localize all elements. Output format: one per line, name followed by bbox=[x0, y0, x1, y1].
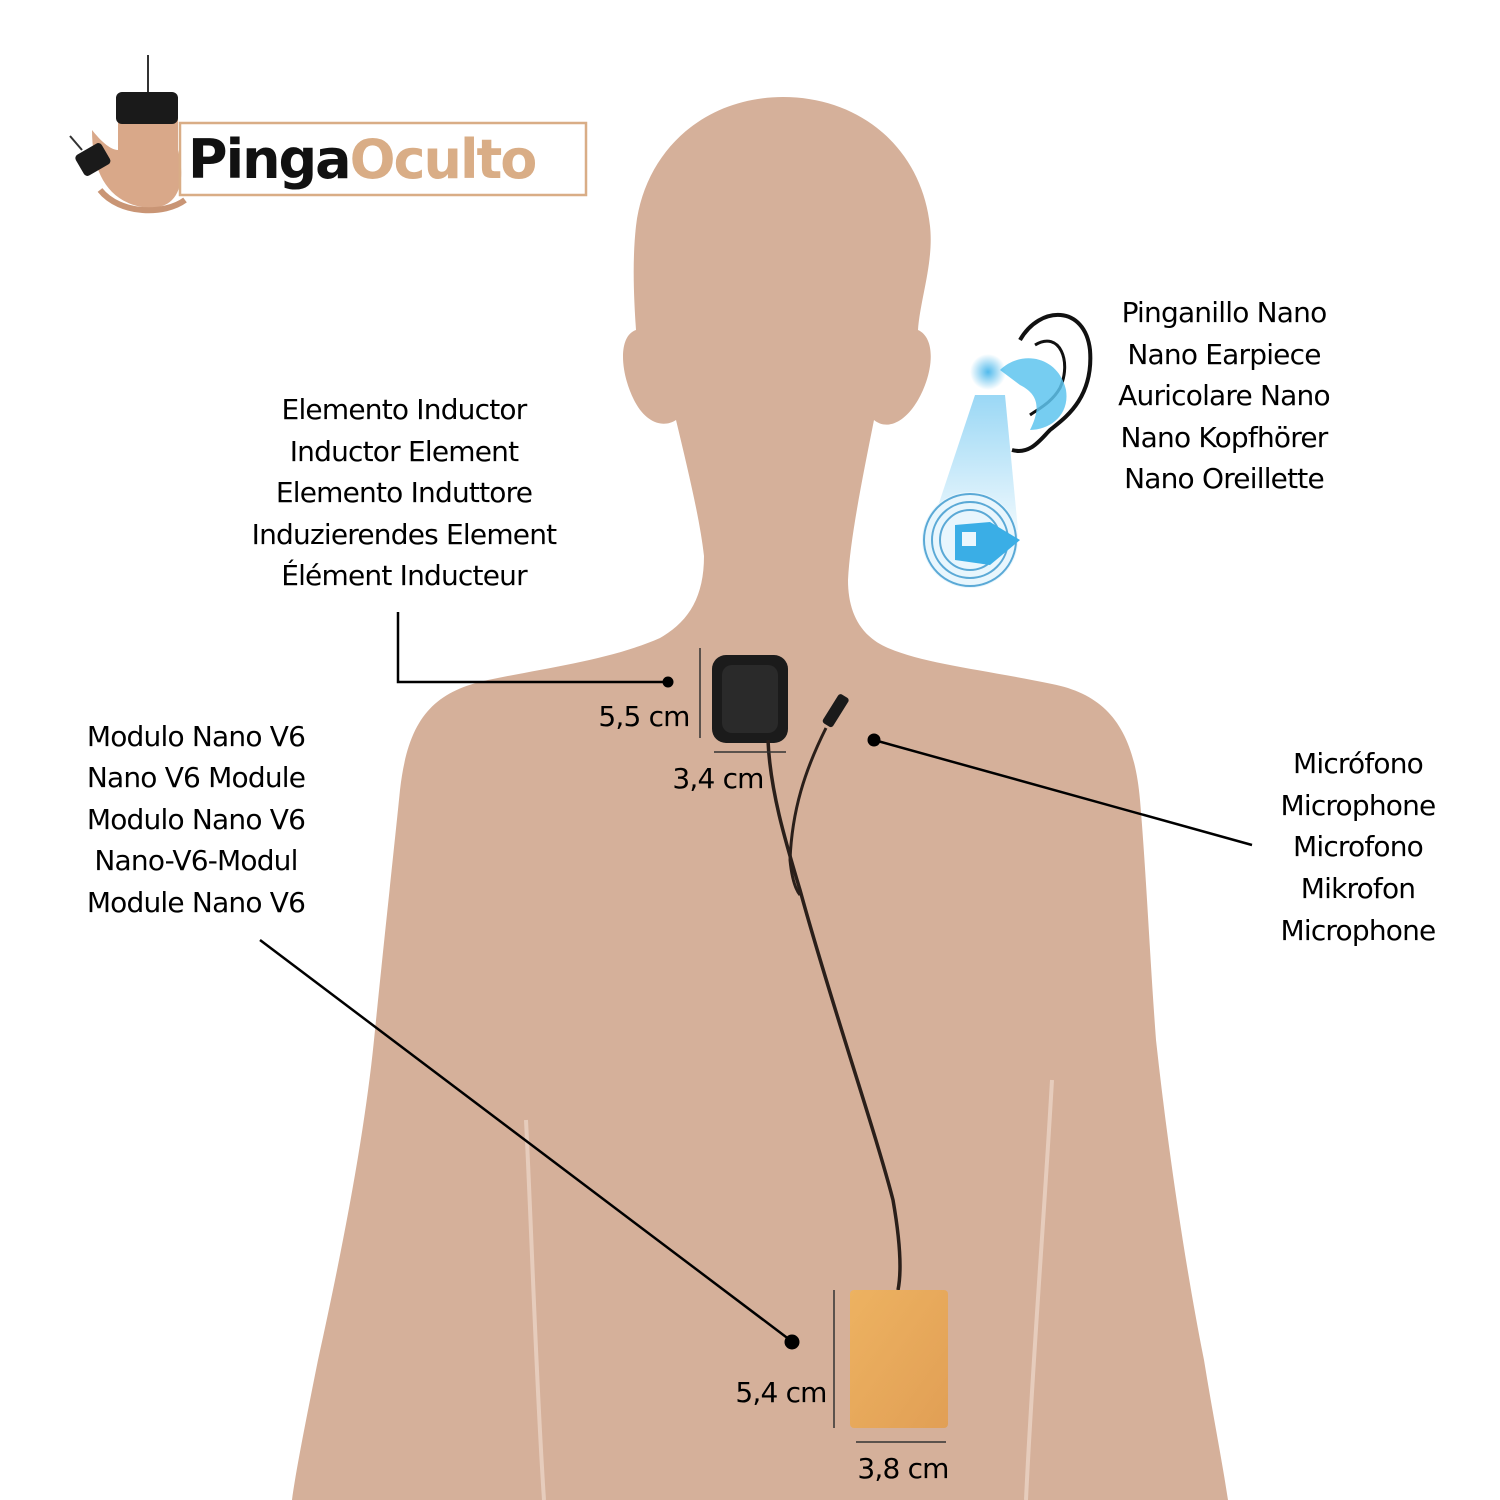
earpiece-label-es: Pinganillo Nano bbox=[1122, 296, 1327, 329]
main-cable bbox=[766, 739, 902, 1291]
logo-word-pinga: Pinga bbox=[188, 128, 350, 191]
cables bbox=[766, 694, 902, 1291]
microphone-label-es: Micrófono bbox=[1293, 747, 1423, 780]
logo: PingaOculto bbox=[69, 55, 588, 214]
microphone-label-it: Microfono bbox=[1293, 830, 1423, 863]
leader-lines bbox=[259, 612, 1253, 1350]
inductor-leader-dot bbox=[662, 676, 674, 688]
module-leader-dot bbox=[784, 1334, 800, 1350]
microphone-label-fr: Microphone bbox=[1281, 914, 1436, 947]
microphone-label: Micrófono Microphone Microfono Mikrofon … bbox=[1281, 747, 1437, 947]
inductor-element bbox=[712, 655, 788, 743]
inductor-width-label: 3,4 cm bbox=[672, 762, 763, 795]
module-leader bbox=[259, 939, 791, 1341]
module-width-label: 3,8 cm bbox=[857, 1452, 948, 1485]
ear-illustration bbox=[922, 313, 1093, 588]
earpiece-label-en: Nano Earpiece bbox=[1127, 338, 1320, 371]
left-arm-edge bbox=[524, 1119, 546, 1500]
microphone-device bbox=[822, 694, 849, 728]
inductor-label-fr: Élément Inducteur bbox=[281, 558, 528, 592]
dimension-lines bbox=[699, 648, 946, 1443]
microphone-label-de: Mikrofon bbox=[1301, 872, 1416, 905]
earpiece-label-it: Auricolare Nano bbox=[1118, 379, 1330, 412]
logo-earpiece-icon bbox=[69, 55, 187, 214]
nano-module-device bbox=[850, 1290, 948, 1428]
inductor-label-de: Induzierendes Element bbox=[252, 518, 558, 551]
module-label: Modulo Nano V6 Nano V6 Module Modulo Nan… bbox=[87, 720, 306, 919]
inductor-label: Elemento Inductor Inductor Element Eleme… bbox=[252, 393, 558, 592]
module-label-en: Nano V6 Module bbox=[87, 761, 305, 794]
inductor-leader bbox=[396, 612, 668, 684]
inductor-label-en: Inductor Element bbox=[290, 435, 519, 468]
module-label-de: Nano-V6-Modul bbox=[94, 844, 297, 877]
microphone-leader-dot bbox=[867, 733, 881, 747]
earpiece-label-fr: Nano Oreillette bbox=[1124, 462, 1324, 495]
microphone-leader bbox=[873, 738, 1253, 847]
inductor-label-it: Elemento Induttore bbox=[276, 476, 532, 509]
body-silhouette bbox=[292, 97, 1228, 1500]
dimension-labels: 5,5 cm 3,4 cm 5,4 cm 3,8 cm bbox=[598, 700, 949, 1485]
earpiece-zoom-icon bbox=[922, 492, 1020, 588]
mic-cable bbox=[788, 727, 828, 896]
inductor-label-es: Elemento Inductor bbox=[282, 393, 528, 426]
ear-outline bbox=[1011, 313, 1093, 453]
earpiece-label: Pinganillo Nano Nano Earpiece Auricolare… bbox=[1118, 296, 1330, 495]
microphone-label-en: Microphone bbox=[1281, 789, 1436, 822]
logo-frame bbox=[178, 121, 588, 197]
module-height-label: 5,4 cm bbox=[735, 1376, 826, 1409]
module-label-es: Modulo Nano V6 bbox=[87, 720, 305, 753]
right-arm-edge bbox=[1024, 1079, 1054, 1500]
module-label-it: Modulo Nano V6 bbox=[87, 803, 305, 836]
logo-word-oculto: Oculto bbox=[350, 128, 536, 191]
module-label-fr: Module Nano V6 bbox=[87, 886, 305, 919]
inductor-height-label: 5,5 cm bbox=[598, 700, 689, 733]
svg-text:PingaOculto: PingaOculto bbox=[188, 128, 535, 191]
ear-canal bbox=[1000, 358, 1067, 430]
earpiece-label-de: Nano Kopfhörer bbox=[1121, 421, 1329, 454]
